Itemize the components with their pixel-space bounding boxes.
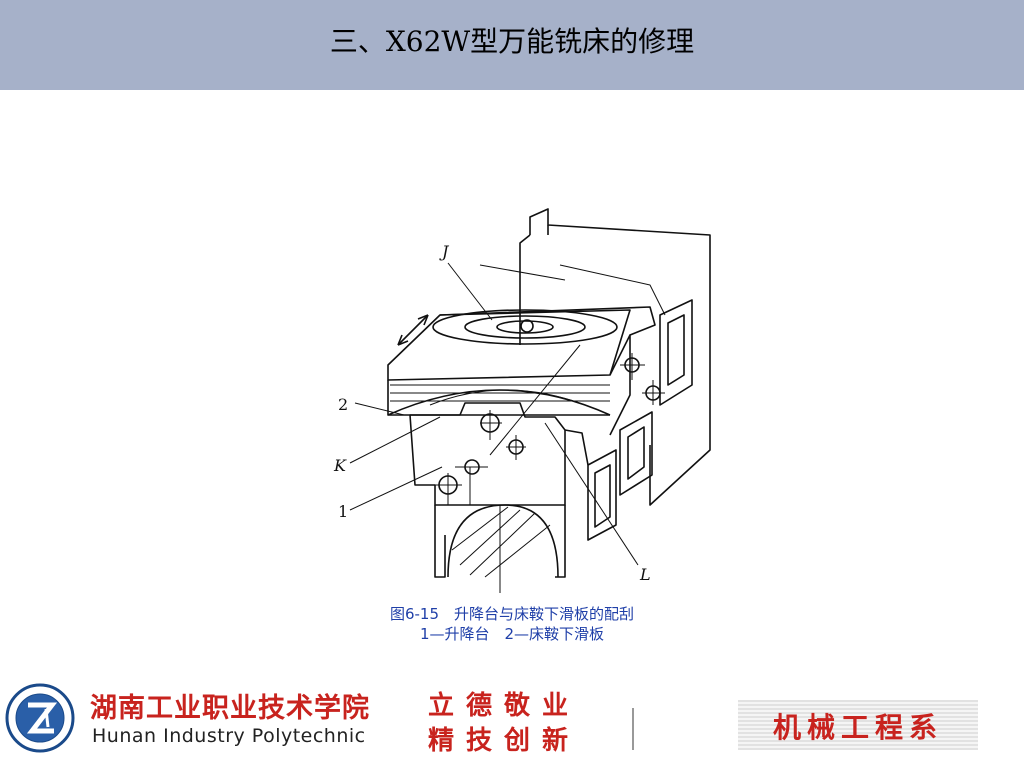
label-k: K: [333, 456, 347, 475]
label-j: J: [439, 242, 450, 261]
school-name-english: Hunan Industry Polytechnic: [92, 725, 366, 747]
department-name: 机械工程系: [772, 711, 943, 744]
school-name-chinese: 湖南工业职业技术学院: [90, 693, 370, 724]
slide-title: 三、X62W型万能铣床的修理: [329, 25, 695, 58]
motto-line-1: 立德敬业: [428, 691, 581, 721]
label-l: L: [639, 565, 651, 584]
motto-line-2: 精技创新: [428, 726, 581, 756]
label-1: 1: [338, 502, 348, 521]
figure-caption: 图6-15 升降台与床鞍下滑板的配刮: [389, 605, 635, 623]
label-2: 2: [338, 395, 348, 414]
school-logo-area: [0, 681, 398, 755]
title-bar: 三、X62W型万能铣床的修理: [0, 0, 1024, 90]
milling-table-drawing: J 2 K 1 L: [333, 208, 711, 593]
footer-divider: [632, 708, 634, 750]
figure-legend: 1—升降台 2—床鞍下滑板: [419, 625, 605, 643]
department-badge: 机械工程系: [738, 700, 978, 750]
school-emblem-icon: [5, 683, 75, 753]
